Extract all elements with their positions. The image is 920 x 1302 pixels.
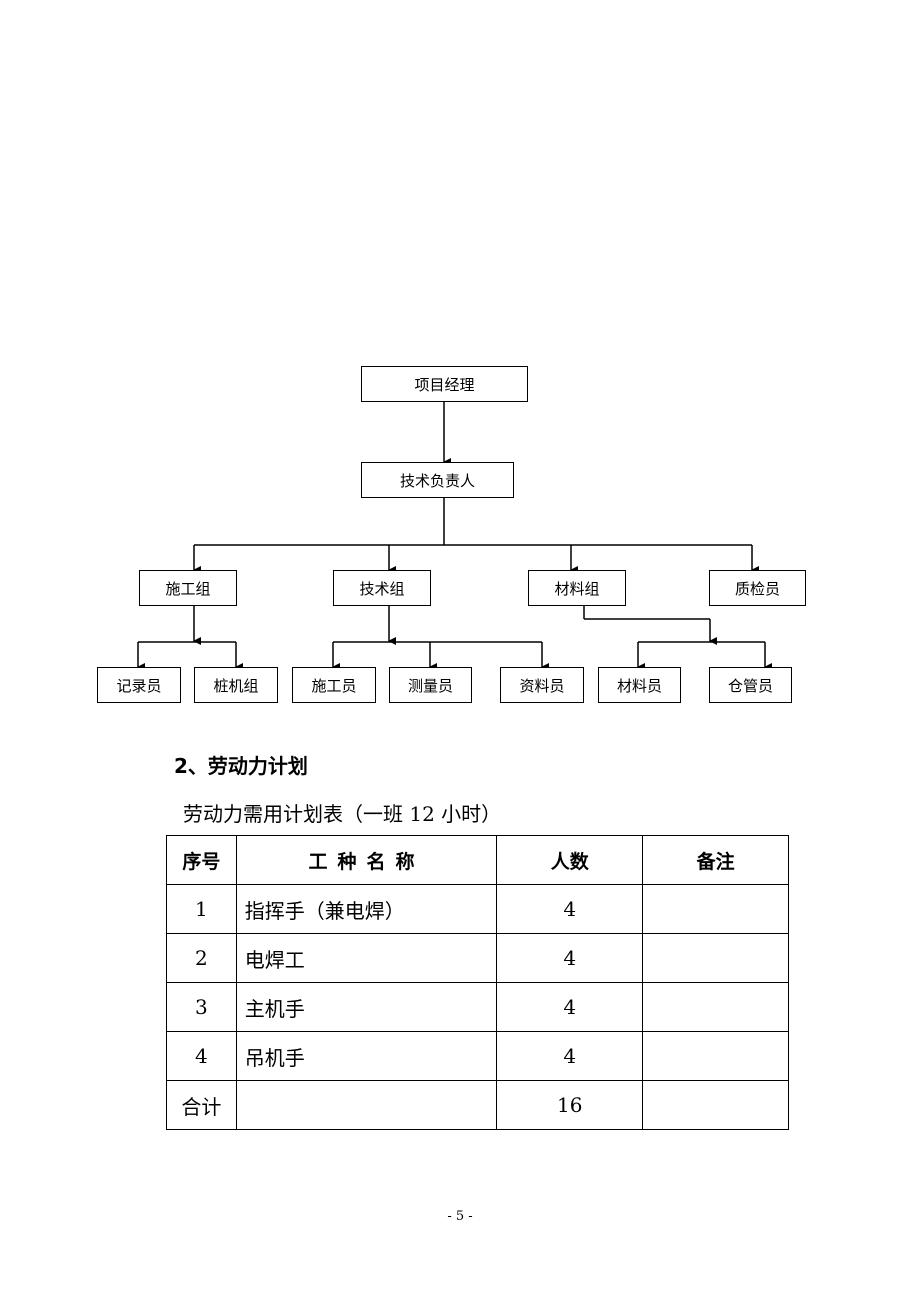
org-chart-connectors xyxy=(137,402,772,671)
org-box-surveyor: 测量员 xyxy=(389,667,472,703)
cell-count: 4 xyxy=(496,884,644,934)
cell-no: 3 xyxy=(166,982,237,1032)
table-row: 3 主机手 4 xyxy=(166,982,789,1032)
org-box-warehouse-keeper: 仓管员 xyxy=(709,667,792,703)
table-header-row: 序号 工种名称 人数 备注 xyxy=(166,835,789,885)
org-box-recorder: 记录员 xyxy=(97,667,181,703)
cell-count: 4 xyxy=(496,933,644,983)
org-box-project-manager: 项目经理 xyxy=(361,366,528,402)
header-no: 序号 xyxy=(166,835,237,885)
cell-trade-name: 电焊工 xyxy=(235,933,498,983)
cell-note xyxy=(642,933,789,983)
table-total-row: 合计 16 xyxy=(166,1080,789,1130)
org-box-constructor: 施工员 xyxy=(292,667,376,703)
cell-total-note xyxy=(642,1080,789,1130)
table-caption: 劳动力需用计划表（一班 12 小时） xyxy=(183,802,502,826)
cell-note xyxy=(642,1031,789,1081)
cell-no: 1 xyxy=(166,884,237,934)
org-box-materials-group: 材料组 xyxy=(528,570,626,606)
table-row: 1 指挥手（兼电焊） 4 xyxy=(166,884,789,934)
org-box-technical-group: 技术组 xyxy=(333,570,431,606)
labor-plan-table: 序号 工种名称 人数 备注 1 指挥手（兼电焊） 4 2 电焊工 4 3 主机手… xyxy=(166,835,789,1130)
table-row: 2 电焊工 4 xyxy=(166,933,789,983)
org-box-materials-clerk: 材料员 xyxy=(598,667,681,703)
cell-total-label: 合计 xyxy=(166,1080,237,1130)
cell-note xyxy=(642,982,789,1032)
org-box-documentation-clerk: 资料员 xyxy=(500,667,584,703)
cell-count: 4 xyxy=(496,982,644,1032)
cell-total-count: 16 xyxy=(496,1080,644,1130)
cell-trade-name: 主机手 xyxy=(235,982,498,1032)
page-number: - 5 - xyxy=(447,1209,473,1224)
cell-note xyxy=(642,884,789,934)
cell-trade-name: 指挥手（兼电焊） xyxy=(235,884,498,934)
header-note: 备注 xyxy=(642,835,789,885)
org-box-tech-lead: 技术负责人 xyxy=(361,462,514,498)
header-count: 人数 xyxy=(496,835,644,885)
org-box-construction-group: 施工组 xyxy=(139,570,237,606)
cell-no: 4 xyxy=(166,1031,237,1081)
cell-total-name xyxy=(235,1080,498,1130)
org-chart: 项目经理 技术负责人 施工组 技术组 材料组 质检员 记录员 桩机组 施工员 测… xyxy=(97,366,806,703)
org-box-quality-inspector: 质检员 xyxy=(709,570,806,606)
cell-trade-name: 吊机手 xyxy=(235,1031,498,1081)
table-row: 4 吊机手 4 xyxy=(166,1031,789,1081)
org-box-pile-machine-group: 桩机组 xyxy=(194,667,278,703)
cell-count: 4 xyxy=(496,1031,644,1081)
header-trade-name: 工种名称 xyxy=(235,835,498,885)
section-heading: 2、劳动力计划 xyxy=(174,754,308,778)
cell-no: 2 xyxy=(166,933,237,983)
